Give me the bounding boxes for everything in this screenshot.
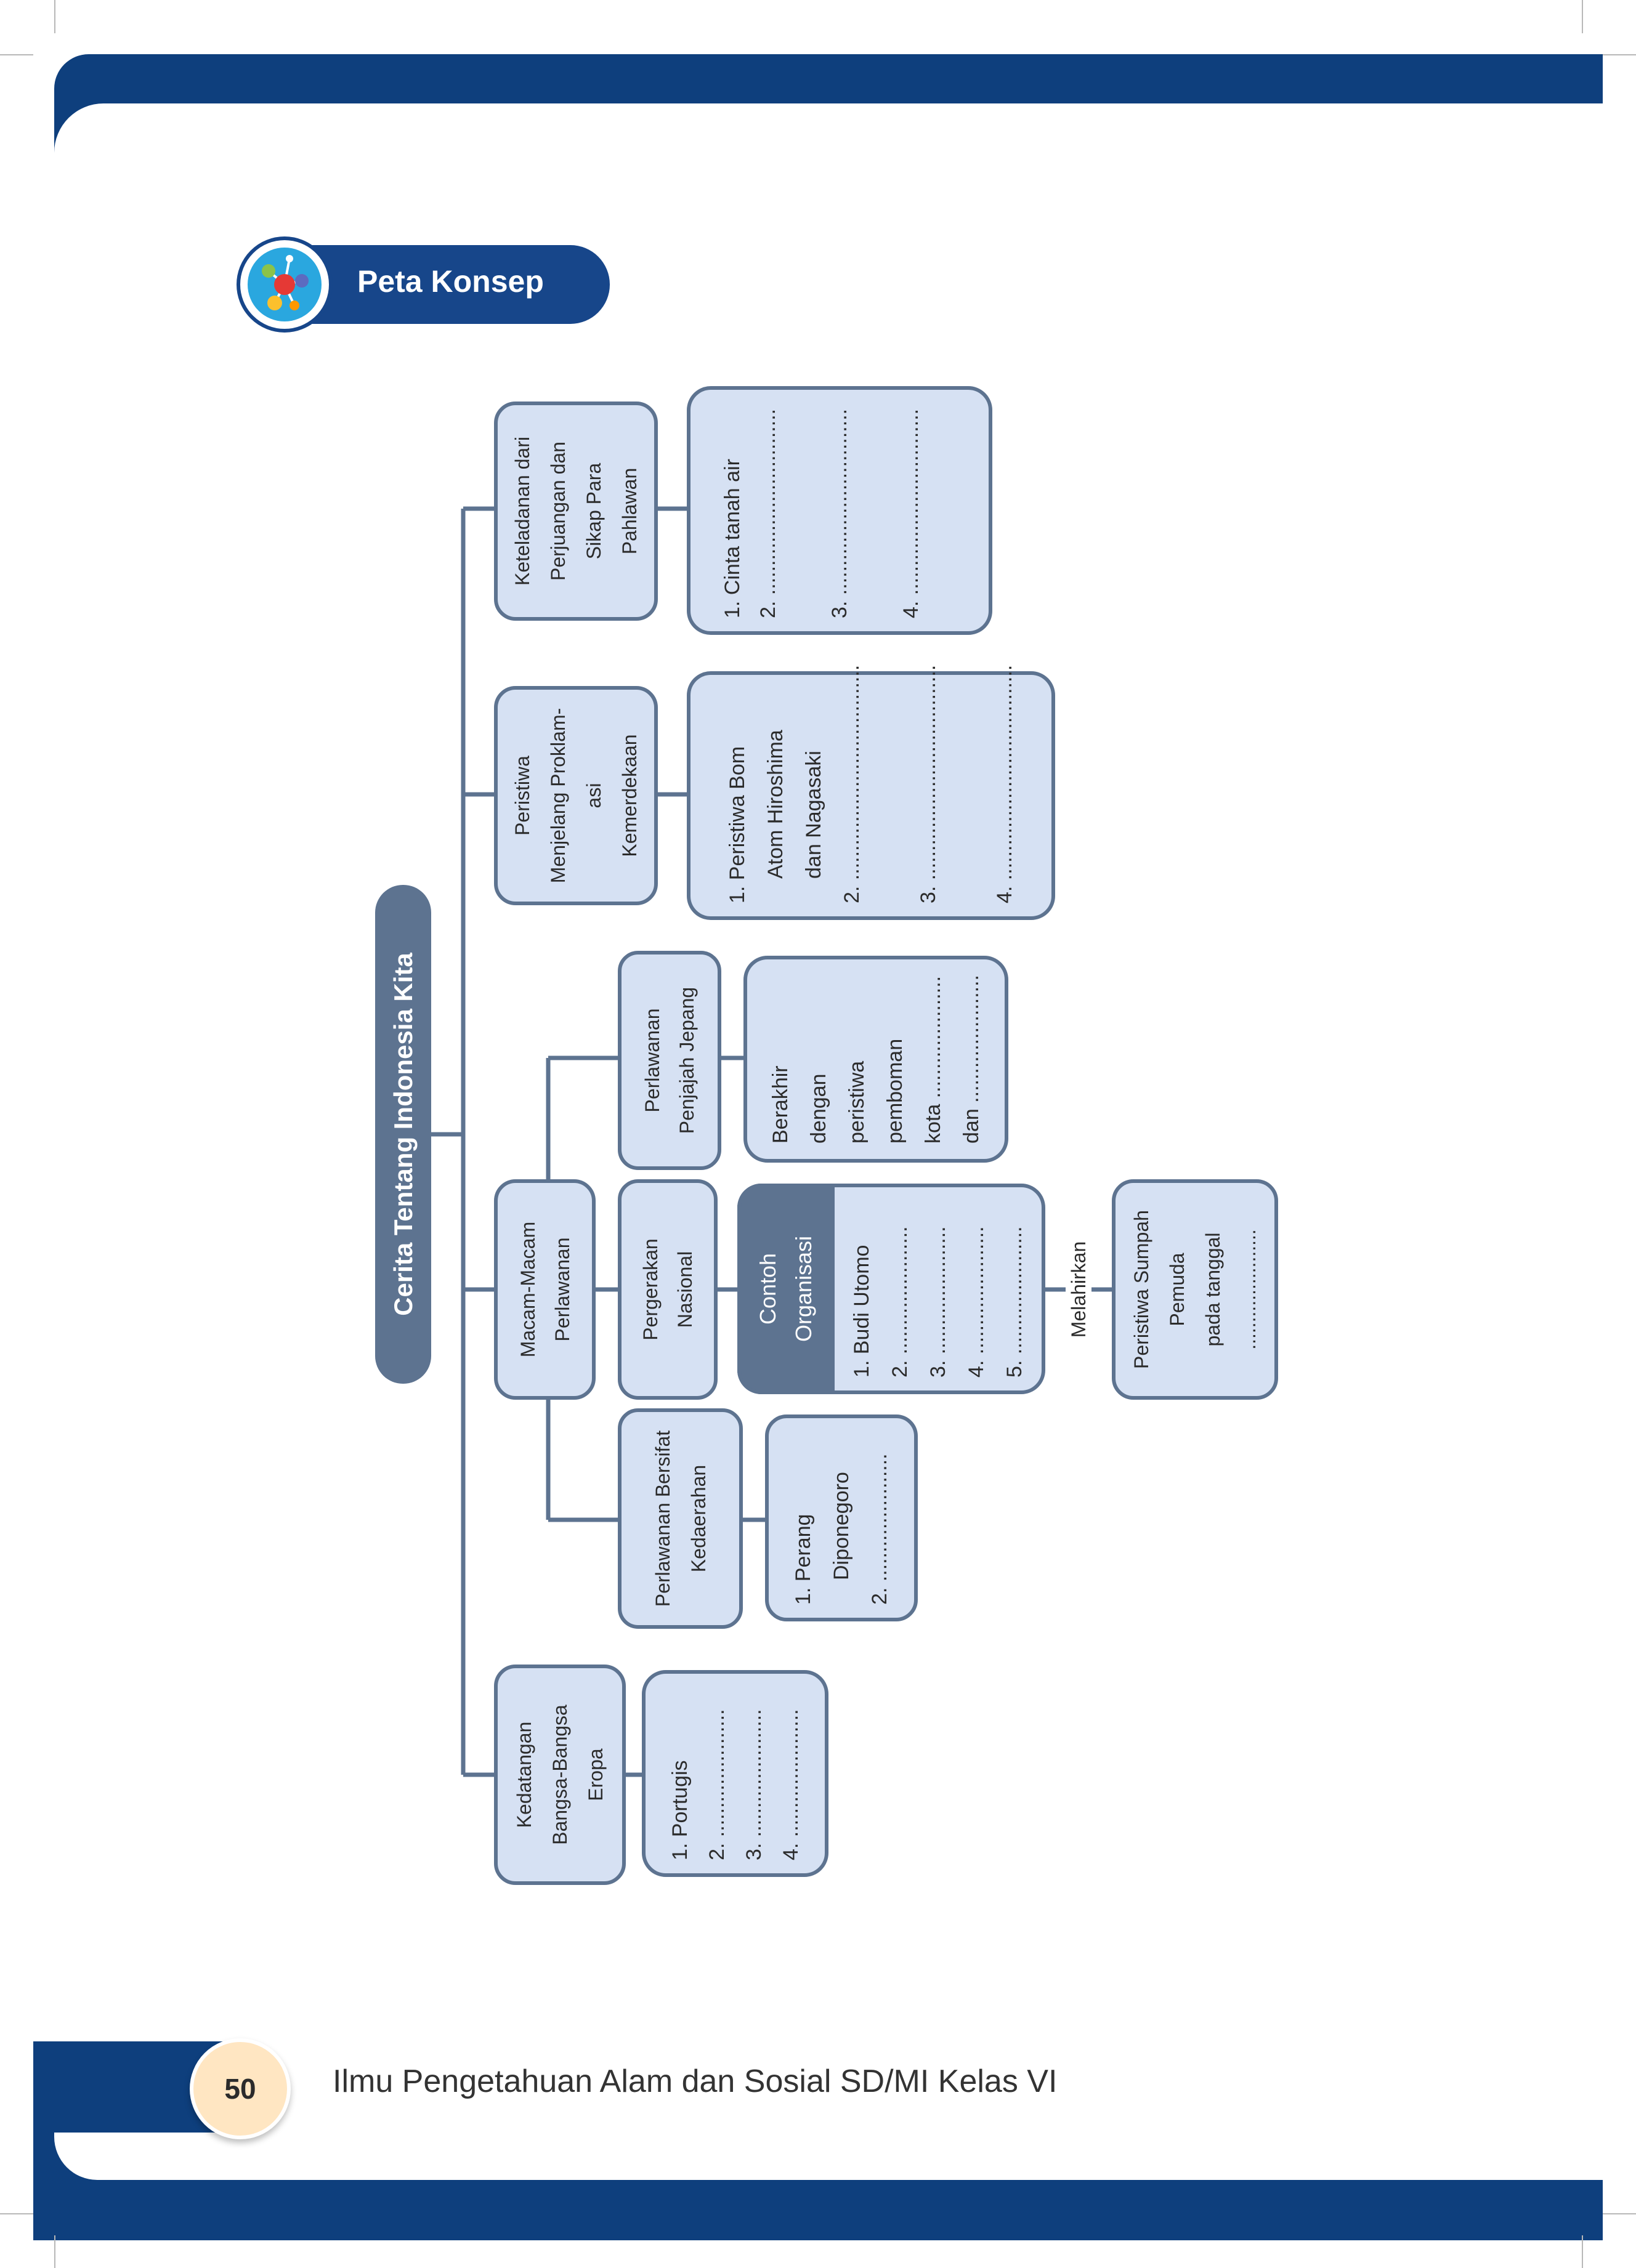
contoh-organisasi-title: Contoh Organisasi bbox=[755, 1235, 816, 1342]
proklamasi-box-label: Peristiwa Menjelang Proklam- asi Kemerde… bbox=[511, 708, 641, 884]
jepang-list: Berakhir dengan peristiwa pemboman kota … bbox=[769, 975, 983, 1144]
contoh-organisasi-list: 1. Budi Utomo 2. ...................... … bbox=[850, 1226, 1026, 1378]
crop-mark bbox=[1603, 2213, 1636, 2214]
crop-mark bbox=[1582, 2235, 1583, 2268]
keteladanan-box-label: Keteladanan dari Perjuangan dan Sikap Pa… bbox=[511, 437, 641, 586]
eropa-list: 1. Portugis 2. ...................... 3.… bbox=[668, 1709, 803, 1860]
crop-mark bbox=[0, 2213, 33, 2214]
crop-mark bbox=[0, 54, 33, 55]
kedaerahan-box-label: Perlawanan Bersifat Kedaerahan bbox=[651, 1430, 710, 1607]
crop-mark bbox=[1582, 0, 1583, 33]
nasional-box-label: Pergerakan Nasional bbox=[639, 1238, 696, 1341]
root-node-label: Cerita Tentang Indonesia Kita bbox=[388, 953, 418, 1316]
jepang-box-label: Perlawanan Penjajah Jepang bbox=[641, 987, 698, 1134]
crop-mark bbox=[54, 0, 55, 33]
eropa-box-label: Kedatangan Bangsa-Bangsa Eropa bbox=[513, 1705, 607, 1845]
perlawanan-box-label: Macam-Macam Perlawanan bbox=[516, 1221, 573, 1358]
melahirkan-connector-label: Melahirkan bbox=[1067, 1241, 1090, 1338]
keteladanan-list: 1. Cinta tanah air 2. ..................… bbox=[721, 408, 923, 618]
crop-mark bbox=[54, 2235, 55, 2268]
page-number-badge: 50 bbox=[190, 2038, 291, 2139]
book-title: Ilmu Pengetahuan Alam dan Sosial SD/MI K… bbox=[333, 2064, 1058, 2099]
concept-map-icon bbox=[237, 236, 333, 333]
page-title: Peta Konsep bbox=[357, 264, 544, 299]
crop-mark bbox=[1603, 54, 1636, 55]
page-content-bottom bbox=[54, 2081, 1603, 2180]
kedaerahan-list: 1. Perang Diponegoro 2. ................… bbox=[792, 1453, 891, 1605]
sumpah-pemuda-box-label: Peristiwa Sumpah Pemuda pada tanggal ...… bbox=[1130, 1210, 1260, 1369]
proklamasi-list: 1. Peristiwa Bom Atom Hiroshima dan Naga… bbox=[726, 664, 1016, 903]
